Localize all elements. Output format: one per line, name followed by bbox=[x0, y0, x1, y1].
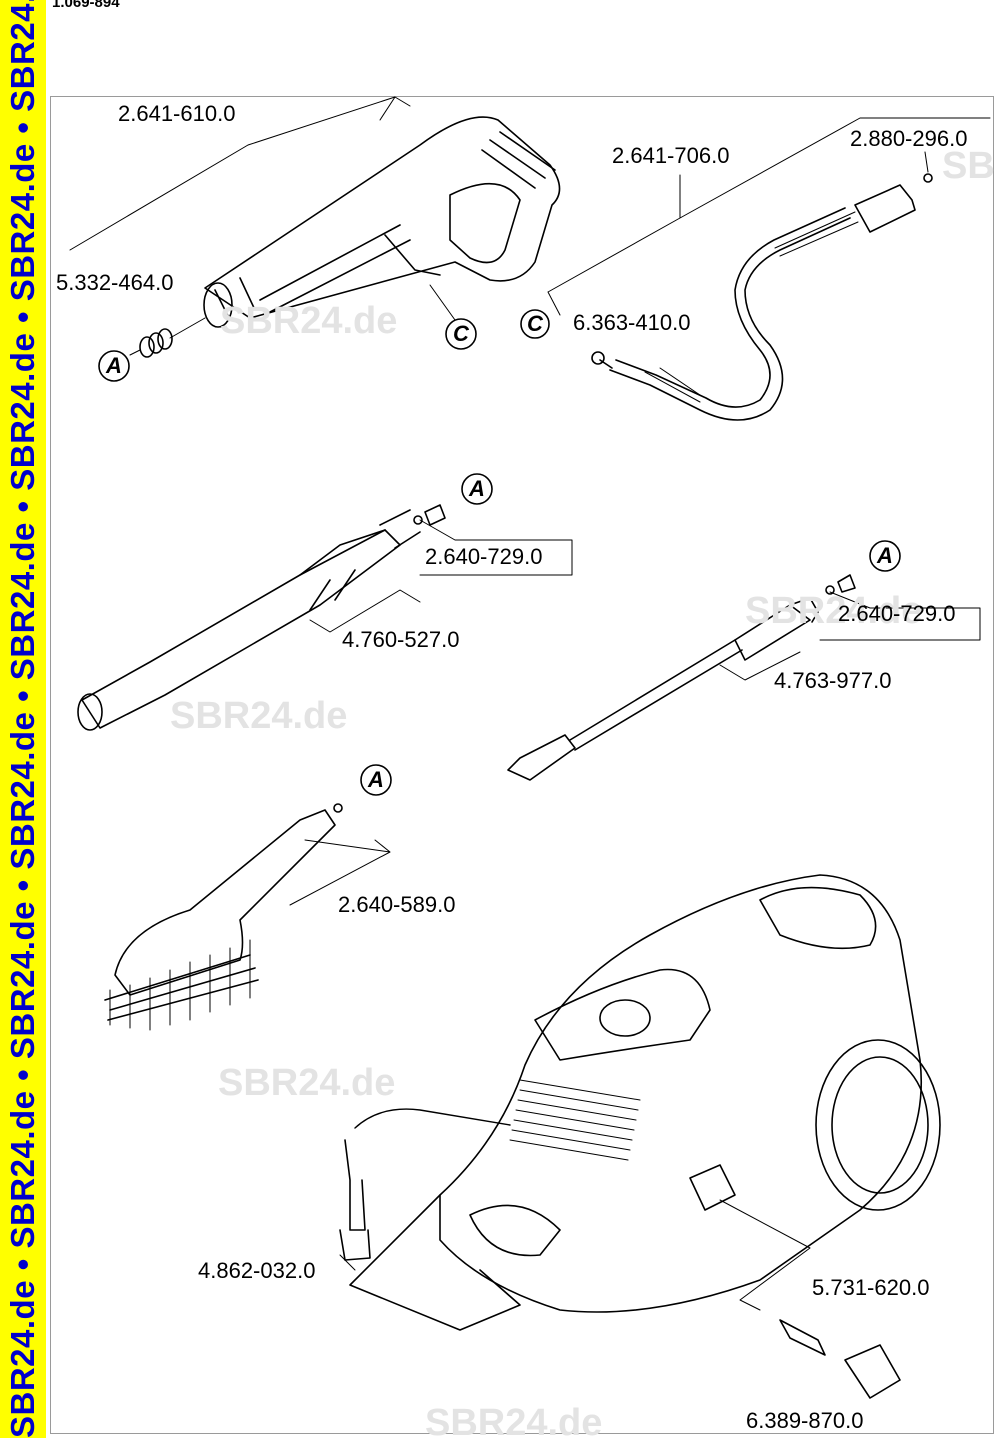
leader-trigger-gun bbox=[69, 96, 411, 251]
trigger-gun-drawing bbox=[203, 116, 561, 328]
leader-vario-nipple bbox=[419, 519, 573, 576]
part-label-suction-filter: 4.862-032.0 bbox=[198, 1258, 316, 1283]
leader-suction-filter bbox=[339, 1254, 356, 1271]
part-label-vario-nipple: 2.640-729.0 bbox=[425, 544, 543, 569]
leader-hose bbox=[547, 117, 991, 316]
callout-a-vario bbox=[461, 473, 493, 505]
leader-nozzle-nipple bbox=[819, 591, 981, 641]
callout-c-gun bbox=[445, 318, 477, 350]
part-label-vario-lance: 4.760-527.0 bbox=[342, 627, 460, 652]
gun-seal-drawing bbox=[139, 317, 206, 358]
vario-lance-drawing bbox=[77, 504, 446, 731]
part-label-hose-seal: 6.363-410.0 bbox=[573, 310, 691, 335]
leader-gun-c bbox=[429, 284, 456, 321]
watermark: SBR24.de bbox=[942, 145, 996, 187]
wash-brush-drawing bbox=[104, 803, 343, 1031]
callout-a-vario-label: A bbox=[469, 476, 485, 501]
leader-wash-brush bbox=[289, 839, 391, 906]
power-lance-drawing bbox=[507, 574, 856, 781]
callout-a-lance bbox=[869, 540, 901, 572]
watermark: SBR24.de bbox=[425, 1402, 603, 1444]
callout-a-gun bbox=[98, 350, 130, 382]
part-label-nozzle-nipple: 2.640-729.0 bbox=[838, 601, 956, 626]
watermark: SBR24.de bbox=[745, 590, 923, 632]
part-label-hose: 2.641-706.0 bbox=[612, 143, 730, 168]
callout-a-lance-label: A bbox=[877, 543, 893, 568]
leader-power-lance bbox=[719, 651, 801, 681]
part-label-inlet-filter: 5.731-620.0 bbox=[812, 1275, 930, 1300]
callout-a-brush bbox=[360, 764, 392, 796]
pressure-washer-unit-drawing bbox=[339, 874, 941, 1331]
hose-drawing bbox=[591, 173, 933, 421]
part-label-wash-brush: 2.640-589.0 bbox=[338, 892, 456, 917]
part-label-inlet-coupling: 6.389-870.0 bbox=[746, 1408, 864, 1433]
watermark: SBR24.de bbox=[218, 1062, 396, 1104]
callout-c-hose-label: C bbox=[527, 311, 543, 336]
callout-c-hose bbox=[520, 309, 550, 339]
part-label-trigger-gun: 2.641-610.0 bbox=[118, 101, 236, 126]
callout-a-brush-label: A bbox=[368, 767, 384, 792]
part-label-gun-seal: 5.332-464.0 bbox=[56, 270, 174, 295]
leader-inlet-filter bbox=[719, 1199, 811, 1311]
leader-hose-oring bbox=[924, 151, 929, 173]
leader-vario-lance bbox=[309, 589, 421, 633]
inlet-parts-drawing bbox=[779, 1319, 901, 1399]
document-id: 1.069-894 bbox=[52, 0, 120, 11]
callout-c-gun-label: C bbox=[453, 321, 469, 346]
diagram-frame bbox=[50, 96, 994, 1434]
part-label-hose-oring: 2.880-296.0 bbox=[850, 126, 968, 151]
watermark: SBR24.de bbox=[170, 695, 348, 737]
callout-a-gun-label: A bbox=[106, 353, 122, 378]
watermark: SBR24.de bbox=[220, 300, 398, 342]
part-label-power-lance: 4.763-977.0 bbox=[774, 668, 892, 693]
side-banner: SBR24.de • SBR24.de • SBR24.de • SBR24.d… bbox=[0, 0, 46, 1438]
